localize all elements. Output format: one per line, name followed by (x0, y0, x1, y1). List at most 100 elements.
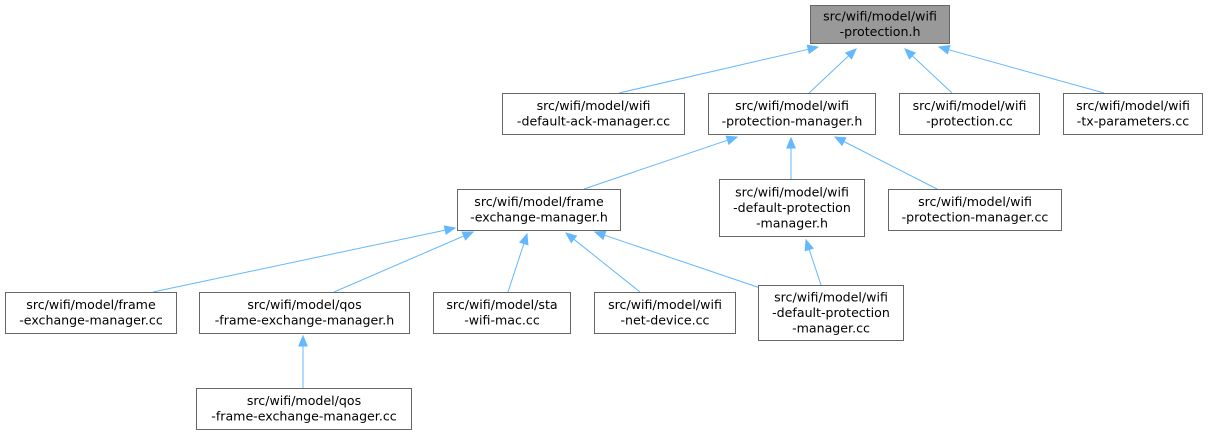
edge-protection_cc-to-root (904, 48, 953, 94)
node-protection-manager-h[interactable]: src/wifi/model/wifi-protection-manager.h (708, 93, 876, 135)
edge-qos_frame_exchange_manager_h-to-frame_exchange_manager_h (333, 231, 475, 293)
node-label-line: -net-device.cc (621, 313, 710, 328)
node-label-line: src/wifi/model/qos (247, 393, 361, 408)
node-box (199, 292, 410, 334)
edge-line (604, 234, 773, 293)
edge-arrowhead (804, 238, 814, 252)
edge-default_protection_manager_cc-to-frame_exchange_manager_h (593, 230, 773, 293)
node-label-line: -default-protection (733, 200, 851, 215)
edge-protection_manager_h-to-root (808, 48, 857, 94)
node-default-protection-manager-h[interactable]: src/wifi/model/wifi-default-protection-m… (719, 179, 865, 237)
edge-arrowhead (937, 45, 951, 55)
edge-tx_parameters_cc-to-root (937, 45, 1105, 94)
node-frame-exchange-manager-cc[interactable]: src/wifi/model/frame-exchange-manager.cc (5, 292, 177, 334)
node-qos-frame-exchange-manager-cc[interactable]: src/wifi/model/qos-frame-exchange-manage… (196, 388, 412, 430)
edge-frame_exchange_manager_h-to-protection_manager_h (583, 135, 739, 190)
edge-arrowhead (786, 136, 796, 149)
edge-arrowhead (844, 48, 857, 60)
edge-arrowhead (725, 135, 739, 146)
edge-line (152, 229, 446, 293)
node-label-line: src/wifi/model/frame (26, 297, 156, 312)
node-box (594, 292, 736, 334)
node-box (719, 179, 865, 237)
node-default-ack-manager-cc[interactable]: src/wifi/model/wifi-default-ack-manager.… (502, 93, 685, 135)
edge-arrowhead (593, 230, 607, 241)
node-label-line: src/wifi/model/sta (446, 297, 557, 312)
node-label-line: src/wifi/model/wifi (735, 98, 849, 113)
node-tx-parameters-cc[interactable]: src/wifi/model/wifi-tx-parameters.cc (1063, 93, 1203, 135)
node-label-line: -tx-parameters.cc (1077, 114, 1189, 129)
node-box (5, 292, 177, 334)
node-label-line: -exchange-manager.cc (19, 313, 163, 328)
edge-line (333, 235, 464, 293)
node-box (899, 93, 1040, 135)
node-label-line: -default-protection (772, 305, 890, 320)
node-default-protection-manager-cc[interactable]: src/wifi/model/wifi-default-protection-m… (758, 285, 904, 341)
node-label-line: src/wifi/model/wifi (918, 194, 1032, 209)
node-label-line: -protection-manager.cc (902, 210, 1049, 225)
node-label-line: -frame-exchange-manager.cc (211, 409, 396, 424)
node-label-line: src/wifi/model/qos (247, 297, 361, 312)
node-box (708, 93, 876, 135)
node-label-line: -protection-manager.h (722, 114, 863, 129)
edge-arrowhead (806, 44, 820, 55)
node-label-line: -wifi-mac.cc (464, 313, 540, 328)
node-box (1063, 93, 1203, 135)
edge-line (583, 139, 728, 190)
edge-line (843, 141, 938, 190)
node-label-line: src/wifi/model/wifi (608, 297, 722, 312)
edge-qos_frame_exchange_manager_cc-to-qos_frame_exchange_manager_h (298, 334, 308, 388)
edge-arrowhead (564, 232, 578, 244)
node-label-line: src/wifi/model/wifi (774, 289, 888, 304)
edge-line (618, 48, 809, 94)
node-label-line: -frame-exchange-manager.h (215, 313, 395, 328)
node-root[interactable]: src/wifi/model/wifi-protection.h (810, 5, 950, 44)
edge-arrowhead (443, 225, 457, 236)
edge-arrowhead (461, 231, 475, 241)
node-label-line: src/wifi/model/wifi (913, 98, 1027, 113)
edge-arrowhead (904, 48, 917, 60)
node-label-line: src/wifi/model/wifi (823, 9, 937, 24)
node-qos-frame-exchange-manager-h[interactable]: src/wifi/model/qos-frame-exchange-manage… (199, 292, 410, 334)
edge-line (911, 55, 953, 94)
node-box (433, 292, 571, 334)
edge-arrowhead (519, 232, 529, 246)
node-box (758, 285, 904, 341)
edge-arrowhead (833, 136, 847, 147)
edge-line (808, 55, 850, 94)
edge-frame_exchange_manager_cc-to-frame_exchange_manager_h (152, 225, 457, 293)
node-label-line: -protection.h (840, 24, 921, 39)
node-label-line: src/wifi/model/frame (474, 194, 604, 209)
node-box (502, 93, 685, 135)
node-box (888, 189, 1062, 231)
node-label-line: src/wifi/model/wifi (1076, 98, 1190, 113)
edge-protection_manager_cc-to-protection_manager_h (833, 136, 938, 190)
edge-arrowhead (298, 334, 308, 347)
node-label-line: -default-ack-manager.cc (517, 114, 670, 129)
edge-line (808, 249, 822, 286)
edge-default_protection_manager_h-to-protection_manager_h (786, 136, 796, 179)
edge-sta_wifi_mac_cc-to-frame_exchange_manager_h (507, 232, 529, 293)
nodes-layer: src/wifi/model/wifi-protection.hsrc/wifi… (5, 5, 1203, 430)
node-label-line: -exchange-manager.h (470, 210, 608, 225)
node-protection-manager-cc[interactable]: src/wifi/model/wifi-protection-manager.c… (888, 189, 1062, 231)
edge-line (948, 49, 1105, 94)
edges-layer (152, 44, 1105, 388)
node-label-line: -manager.h (756, 215, 828, 230)
node-label-line: src/wifi/model/wifi (537, 98, 651, 113)
node-protection-cc[interactable]: src/wifi/model/wifi-protection.cc (899, 93, 1040, 135)
edge-default_ack_manager_cc-to-root (618, 44, 820, 94)
node-sta-wifi-mac-cc[interactable]: src/wifi/model/sta-wifi-mac.cc (433, 292, 571, 334)
node-net-device-cc[interactable]: src/wifi/model/wifi-net-device.cc (594, 292, 736, 334)
node-box (810, 5, 950, 44)
node-box (196, 388, 412, 430)
node-label-line: -protection.cc (926, 114, 1013, 129)
edge-line (573, 238, 641, 293)
node-box (457, 189, 621, 231)
edge-default_protection_manager_cc-to-default_protection_manager_h (804, 238, 822, 286)
node-frame-exchange-manager-h[interactable]: src/wifi/model/frame-exchange-manager.h (457, 189, 621, 231)
node-label-line: src/wifi/model/wifi (735, 184, 849, 199)
edge-line (507, 243, 525, 293)
node-label-line: -manager.cc (792, 320, 870, 335)
